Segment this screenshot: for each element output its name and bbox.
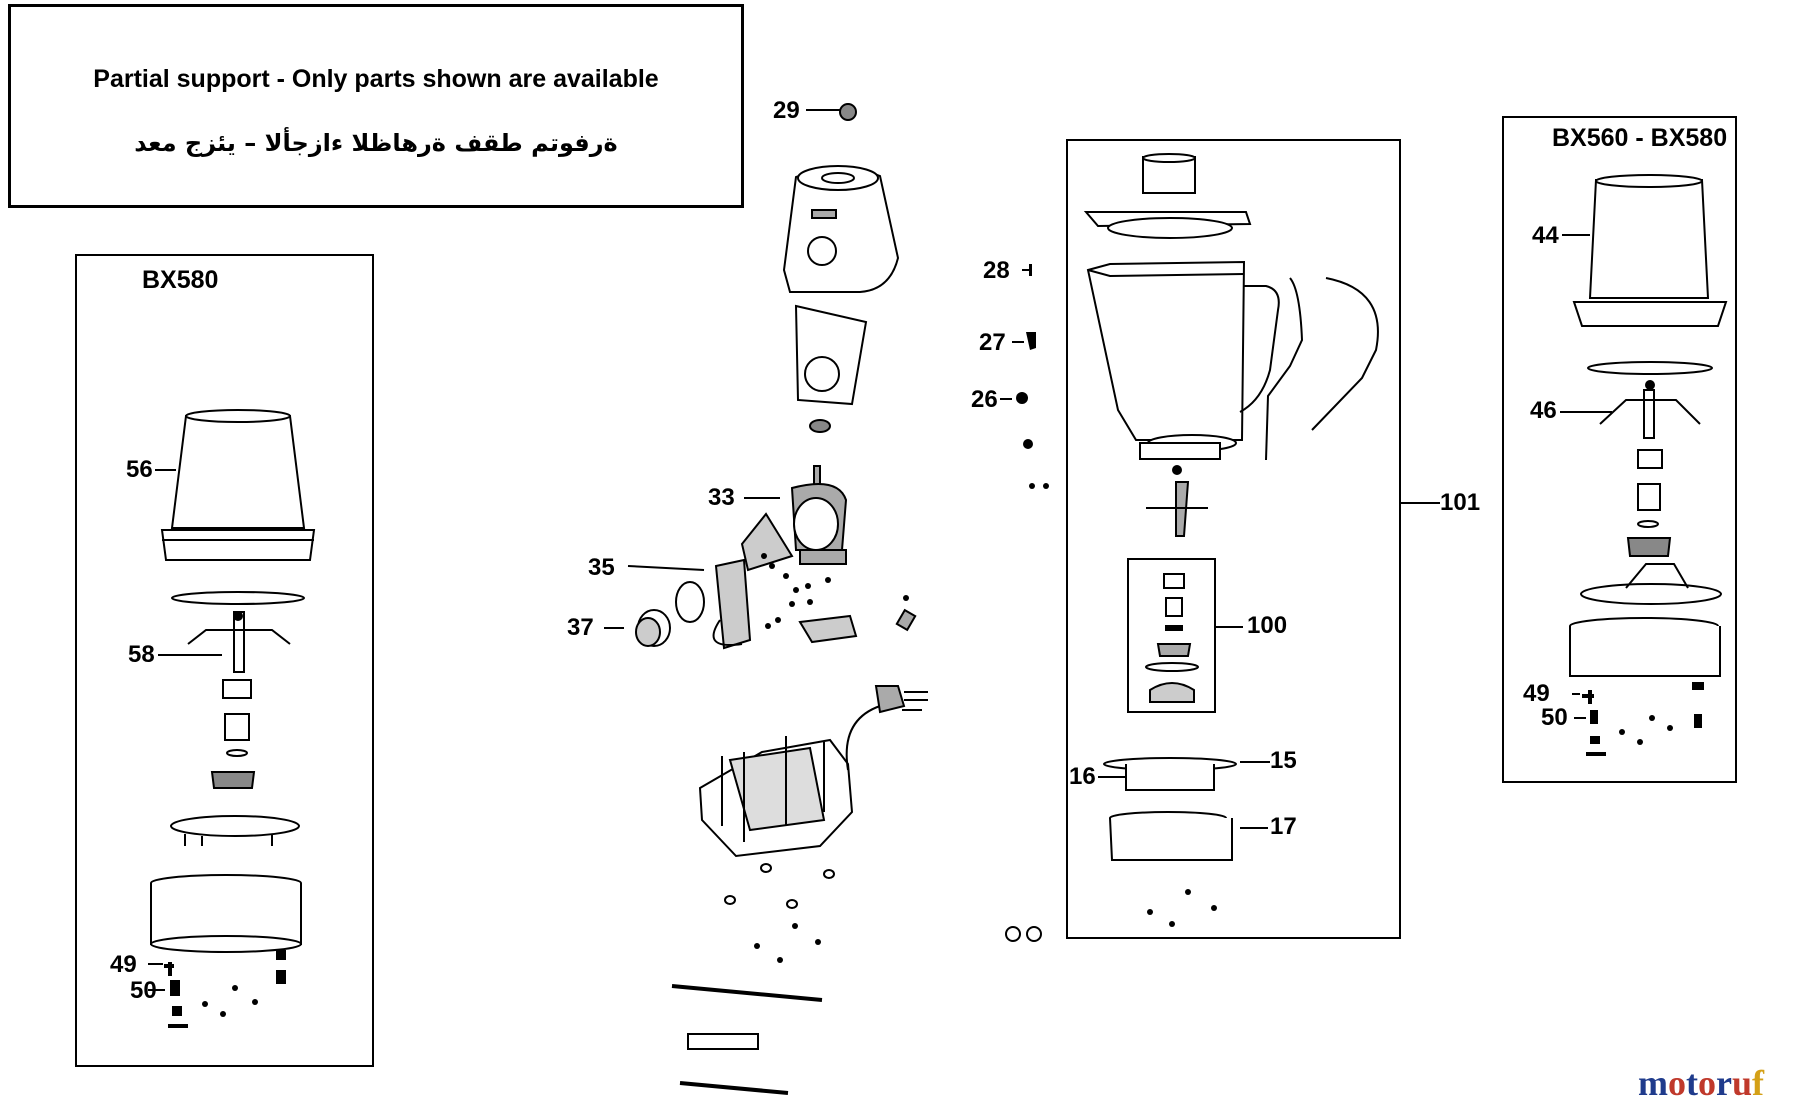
right-panel-frame bbox=[1502, 116, 1737, 783]
part-label-16: 16 bbox=[1069, 763, 1096, 790]
power-plug bbox=[874, 685, 928, 714]
part-label-44: 44 bbox=[1532, 222, 1559, 249]
small-screws-center bbox=[761, 553, 909, 629]
part-label-46: 46 bbox=[1530, 397, 1557, 424]
base-ring-17 bbox=[1109, 811, 1233, 861]
motoruf-watermark-logo: motoruf bbox=[1638, 1063, 1765, 1103]
knob-37 bbox=[635, 609, 671, 647]
coupler-left-b bbox=[224, 713, 250, 741]
handle-b bbox=[1311, 277, 1379, 431]
drive-gear-left bbox=[210, 771, 256, 789]
left-panel-title: BX580 bbox=[142, 266, 219, 294]
switch-nut bbox=[809, 419, 831, 433]
seal-ring-left bbox=[171, 591, 305, 605]
left-panel-frame bbox=[75, 254, 374, 1067]
lid-left bbox=[170, 815, 300, 846]
small-parts-left bbox=[164, 950, 286, 1028]
handle-a bbox=[1265, 277, 1304, 461]
coupler-right-a bbox=[1637, 449, 1663, 469]
base-left bbox=[150, 874, 302, 953]
part-label-101: 101 bbox=[1440, 489, 1481, 516]
part-label-37: 37 bbox=[567, 614, 594, 641]
right-panel-title: BX560 - BX580 bbox=[1552, 124, 1728, 152]
knob-29 bbox=[839, 103, 857, 121]
bowl-56 bbox=[160, 409, 316, 561]
washers-center bbox=[1005, 926, 1042, 942]
lid-cap bbox=[1142, 153, 1196, 194]
coupler-left-a bbox=[222, 679, 252, 699]
label-plate bbox=[687, 1033, 759, 1050]
small-parts-right bbox=[1582, 682, 1704, 756]
base-unit bbox=[698, 705, 881, 858]
drive-gear-right bbox=[1626, 537, 1672, 557]
leader-lines-right bbox=[1560, 234, 1612, 719]
part-label-15: 15 bbox=[1270, 747, 1297, 774]
part-label-56: 56 bbox=[126, 456, 153, 483]
part-label-58: 58 bbox=[128, 641, 155, 668]
rubber-strip-a bbox=[671, 984, 823, 1002]
bowl-44 bbox=[1572, 174, 1728, 327]
circuit-board-35 bbox=[712, 512, 794, 650]
jug-body bbox=[1086, 260, 1280, 460]
coupler-right-b bbox=[1637, 483, 1661, 511]
front-panel bbox=[794, 304, 868, 406]
seal-ring-right bbox=[1587, 361, 1713, 375]
part-label-27: 27 bbox=[979, 329, 1006, 356]
blade-58 bbox=[187, 611, 291, 673]
leader-lines-jug bbox=[1098, 502, 1440, 829]
part-label-28: 28 bbox=[983, 257, 1010, 284]
feet-jug bbox=[1147, 889, 1217, 927]
part-label-35: 35 bbox=[588, 554, 615, 581]
motor-mount bbox=[798, 614, 858, 644]
part-label-17: 17 bbox=[1270, 813, 1297, 840]
small-clip bbox=[895, 608, 917, 632]
lid-right bbox=[1580, 563, 1722, 605]
switch-ring bbox=[675, 581, 705, 623]
blade-46 bbox=[1599, 380, 1701, 439]
jug-assembly-frame bbox=[1066, 139, 1401, 939]
part-label-100: 100 bbox=[1247, 612, 1288, 639]
small-parts-center-right bbox=[1016, 264, 1049, 489]
blade-assembly-frame bbox=[1127, 558, 1216, 713]
part-label-26: 26 bbox=[971, 386, 998, 413]
screws-center-bottom bbox=[754, 923, 821, 963]
feet-center bbox=[724, 863, 835, 909]
coupler-housing-15-16 bbox=[1103, 757, 1237, 791]
jug-lid bbox=[1083, 211, 1252, 239]
part-label-33: 33 bbox=[708, 484, 735, 511]
part-label-29: 29 bbox=[773, 97, 800, 124]
leader-lines-center bbox=[604, 109, 1030, 629]
blade-assembly bbox=[1146, 465, 1208, 537]
part-label-49-left: 49 bbox=[110, 951, 137, 978]
notice-english: Partial support - Only parts shown are a… bbox=[93, 65, 659, 93]
base-right bbox=[1569, 617, 1721, 677]
blade-kit-100 bbox=[1145, 573, 1199, 703]
leader-lines-left bbox=[148, 469, 222, 991]
rubber-strip-b bbox=[679, 1081, 789, 1095]
motor-33 bbox=[790, 465, 848, 565]
part-label-49-right: 49 bbox=[1523, 680, 1550, 707]
availability-notice: Partial support - Only parts shown are a… bbox=[8, 4, 744, 208]
notice-arabic: ةرفوتم طقف ةرهاظلا ءازجألا – يئزج معد bbox=[134, 129, 618, 157]
part-label-50-left: 50 bbox=[130, 977, 157, 1004]
housing-top bbox=[782, 165, 900, 293]
part-label-50-right: 50 bbox=[1541, 704, 1568, 731]
